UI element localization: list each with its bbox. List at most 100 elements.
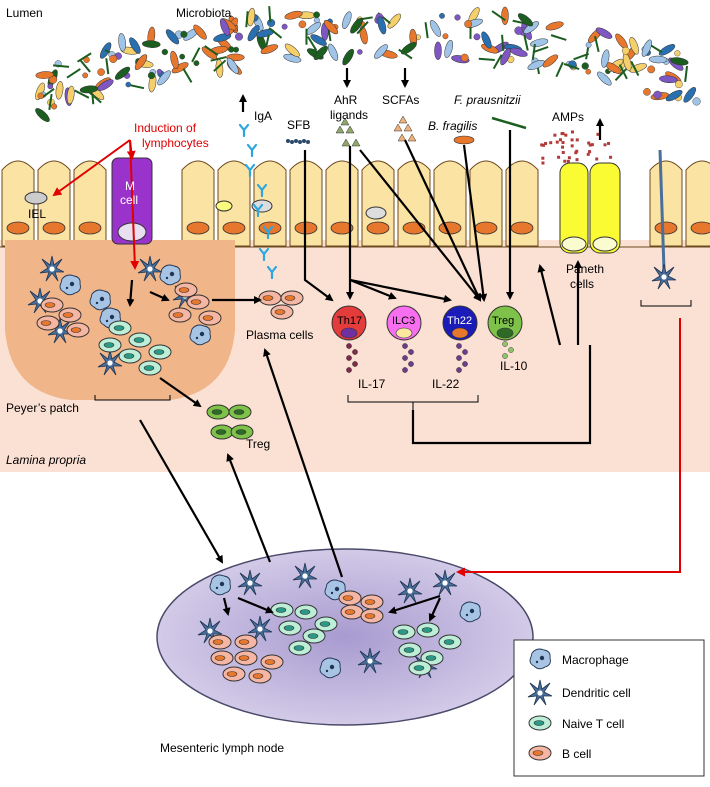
bacterium	[341, 48, 356, 67]
bacterium	[55, 81, 64, 100]
ahr-ligand-icon	[352, 139, 360, 146]
treg-cell	[211, 425, 233, 439]
bacterium	[399, 40, 418, 56]
f-prausnitzii-icon	[492, 118, 526, 128]
iga-label: IgA	[254, 109, 272, 123]
legend-dendritic-label: Dendritic cell	[562, 686, 631, 700]
coccus	[157, 69, 162, 74]
amp-dot	[559, 138, 562, 141]
cytokine-dot	[402, 343, 407, 348]
macrophage-icon	[530, 649, 550, 669]
ahr-ligands-label: AhR ligands	[330, 93, 368, 122]
b-cell	[41, 298, 63, 312]
coccus	[648, 66, 655, 73]
coccus	[148, 72, 155, 79]
il22-label: IL-22	[432, 377, 460, 391]
macrophage	[90, 290, 110, 310]
scfa-icon	[398, 134, 406, 141]
coccus	[233, 47, 238, 52]
b-fragilis-label: B. fragilis	[428, 119, 477, 133]
filament	[192, 48, 199, 62]
iel-label: IEL	[28, 207, 46, 221]
cytokine-dot	[462, 349, 467, 354]
naive-t-cell	[109, 321, 131, 335]
amp-dot	[575, 150, 578, 153]
coccus	[282, 24, 287, 29]
coccus	[439, 13, 444, 18]
filament	[183, 69, 191, 83]
epithelial-nucleus	[79, 222, 101, 234]
bacterium	[501, 7, 508, 25]
th17-cell: Th17	[332, 306, 366, 340]
amp-dot	[568, 156, 571, 159]
plasma-cell	[259, 291, 281, 305]
amp-dot	[540, 143, 543, 146]
coccus	[82, 73, 87, 78]
filament	[426, 22, 428, 38]
filament	[53, 65, 69, 66]
coccus	[455, 15, 461, 21]
bacterium	[118, 33, 127, 52]
ilc3-label: ILC3	[392, 315, 415, 327]
bacterium	[545, 20, 564, 32]
filament	[502, 35, 503, 51]
naive-t-cell	[289, 641, 311, 655]
lamina-propria-label: Lamina propria	[6, 453, 86, 467]
naive-t-cell	[295, 605, 317, 619]
epithelial-nucleus	[511, 222, 533, 234]
coccus	[515, 27, 523, 35]
amp-dot	[587, 153, 590, 156]
coccus	[48, 84, 53, 89]
filament	[551, 35, 566, 40]
coccus	[235, 33, 243, 41]
naive-t-cell	[279, 621, 301, 635]
coccus	[299, 21, 306, 28]
amp-dot	[549, 141, 552, 144]
naive-t-cell	[417, 623, 439, 637]
iel-cell	[366, 207, 386, 219]
naive-t-cell	[439, 635, 461, 649]
bacterium	[340, 10, 353, 29]
coccus	[586, 42, 591, 47]
treg-cell: Treg	[488, 306, 522, 340]
cytokine-dot	[502, 353, 507, 358]
filament	[269, 6, 270, 22]
paneth-line-1: Paneth	[566, 262, 604, 276]
sfb-icon	[294, 139, 298, 143]
amp-dot	[562, 132, 565, 135]
ahr-ligand-icon	[346, 126, 354, 133]
coccus	[474, 34, 480, 40]
paneth-line-2: cells	[570, 277, 594, 291]
cytokine-dot	[352, 349, 357, 354]
b-cell	[223, 667, 245, 681]
th17-label: Th17	[337, 315, 362, 327]
sfb-icon	[298, 140, 302, 144]
amp-dot	[595, 158, 598, 161]
coccus	[51, 104, 57, 110]
coccus	[126, 82, 131, 87]
epithelial-nucleus	[223, 222, 245, 234]
coccus	[98, 69, 105, 76]
amp-dot	[571, 138, 574, 141]
scfa-icon	[394, 124, 402, 131]
induction-line-1: Induction of	[134, 121, 197, 135]
il17-label: IL-17	[358, 377, 386, 391]
treg-cell	[229, 405, 251, 419]
il10-label: IL-10	[500, 359, 528, 373]
cytokine-dot	[402, 355, 407, 360]
amp-dot	[561, 141, 564, 144]
scfa-icon	[404, 124, 412, 131]
amp-dot	[561, 146, 564, 149]
sfb-icon	[302, 139, 306, 143]
b-cell	[175, 283, 197, 297]
macrophage	[210, 575, 230, 595]
b-cell	[361, 595, 383, 609]
amp-dot	[591, 143, 594, 146]
macrophage	[320, 658, 340, 678]
cytokine-dot	[456, 343, 461, 348]
legend-naive-t-label: Naive T cell	[562, 717, 624, 731]
microbiota-label: Microbiota	[176, 6, 232, 20]
b-cell	[67, 323, 89, 337]
plasma-cells-label: Plasma cells	[246, 328, 313, 342]
